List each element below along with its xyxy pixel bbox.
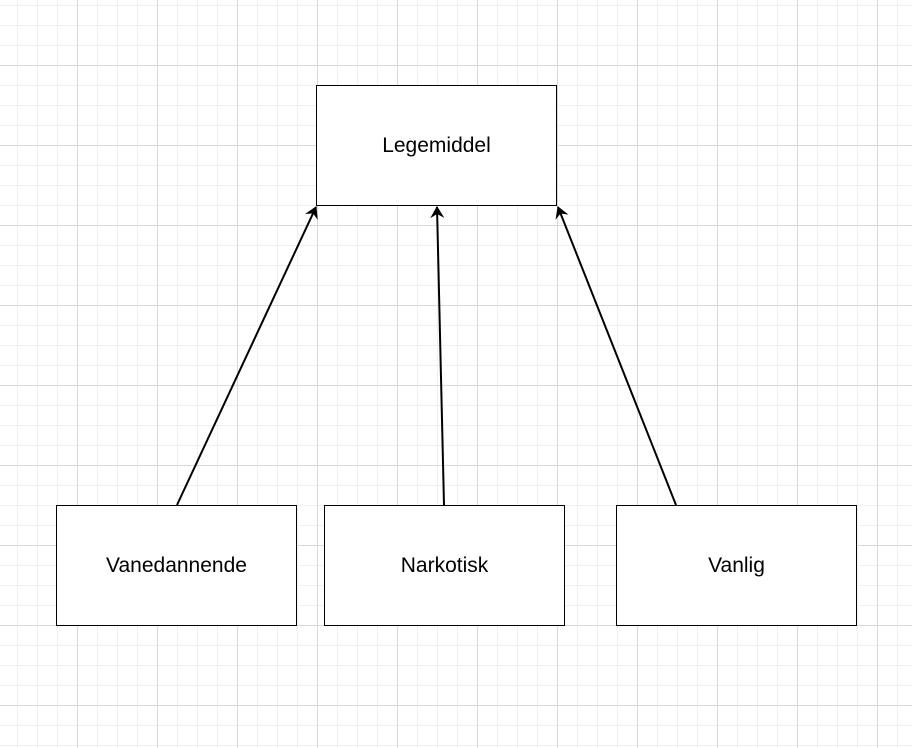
edge-narkotisk-to-legemiddel[interactable]	[430, 206, 445, 506]
edge-vanedannende-to-legemiddel[interactable]	[176, 206, 318, 506]
node-label-vanlig: Vanlig	[708, 553, 765, 577]
edge-vanlig-to-legemiddel[interactable]	[555, 206, 677, 506]
node-label-narkotisk: Narkotisk	[400, 553, 489, 577]
node-vanlig[interactable]: Vanlig	[616, 505, 857, 626]
node-vanedannende[interactable]: Vanedannende	[56, 505, 297, 626]
node-label-vanedannende: Vanedannende	[106, 553, 247, 577]
node-label-legemiddel: Legemiddel	[382, 133, 491, 157]
node-narkotisk[interactable]: Narkotisk	[324, 505, 565, 626]
node-legemiddel[interactable]: Legemiddel	[316, 85, 557, 206]
